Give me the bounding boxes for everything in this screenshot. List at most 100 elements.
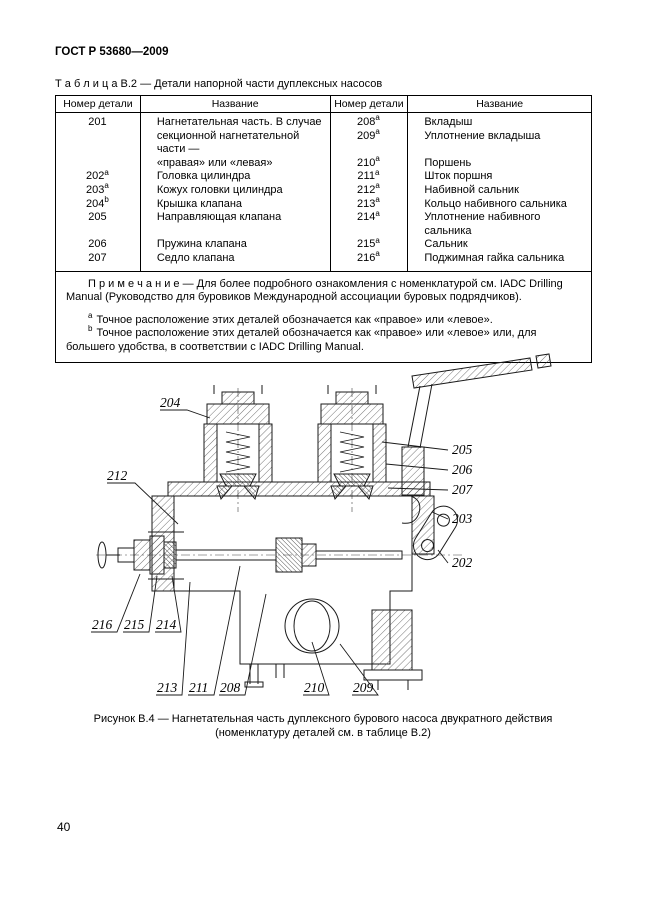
part-number: 216: [357, 251, 376, 264]
leader-207: [387, 487, 449, 491]
part-number: 207: [88, 251, 107, 264]
callout-203: 203: [452, 511, 473, 526]
clevis-link: [413, 505, 458, 561]
callout-202: 202: [452, 555, 473, 570]
part-number: 209: [357, 129, 376, 142]
part-number: 203: [86, 183, 105, 196]
col-header-part-number-left: Номер детали: [55, 95, 141, 113]
callout-214: 214: [156, 617, 177, 632]
part-number: 205: [88, 211, 107, 224]
part-number: 214: [357, 211, 376, 224]
figure-b4: 204 212 205 206 207 203 202 216 215 214 …: [90, 352, 555, 704]
leader-208: [219, 593, 267, 696]
callout-205: 205: [452, 442, 473, 457]
footnote-marker: a: [375, 113, 380, 123]
callout-209: 209: [353, 680, 374, 695]
part-number: 204: [86, 197, 105, 210]
leader-216: [91, 573, 141, 633]
figure-caption-line1: Рисунок В.4 — Нагнетательная часть дупле…: [93, 713, 553, 725]
footnote-b-marker: b: [88, 324, 93, 334]
leader-215: [123, 575, 158, 633]
part-name: Седло клапана: [139, 251, 331, 272]
parts-table: Номер детали Название Номер детали Назва…: [55, 95, 592, 364]
callout-212: 212: [107, 468, 128, 483]
pump-cross-section-drawing: 204 212 205 206 207 203 202 216 215 214 …: [91, 353, 552, 696]
callout-210: 210: [304, 680, 325, 695]
part-name: Направляющая клапана: [139, 211, 331, 239]
valve-assembly-right: [317, 385, 387, 501]
part-name: Кольцо набивного сальника: [407, 197, 592, 212]
leader-209: [339, 643, 379, 696]
col-header-name-right: Название: [407, 95, 592, 113]
leader-205: [381, 441, 449, 451]
callout-216: 216: [92, 617, 113, 632]
table-row: 205 Направляющая клапана 214a Уплотнение…: [55, 209, 592, 239]
part-number: 212: [357, 183, 376, 196]
callout-207: 207: [452, 482, 474, 497]
page-number: 40: [57, 820, 71, 834]
part-name: Поджимная гайка сальника: [407, 251, 592, 272]
callouts: 204 212 205 206 207 203 202 216 215 214 …: [92, 395, 474, 695]
callout-213: 213: [157, 680, 178, 695]
part-name: Вкладыш: [407, 112, 592, 130]
part-name: Уплотнение вкладыша: [407, 129, 592, 157]
part-name: Уплотнение набивного сальника: [407, 211, 592, 239]
col-header-name-left: Название: [139, 95, 331, 113]
part-name: Шток поршня: [407, 170, 592, 184]
callout-208: 208: [220, 680, 241, 695]
table-notes-row: П р и м е ч а н и е — Для более подробно…: [55, 270, 592, 363]
part-number: 210: [357, 156, 376, 169]
leader-211: [188, 565, 241, 696]
leader-lines: [91, 409, 449, 696]
part-name: Нагнетательная часть. В случае: [139, 112, 331, 130]
footnote-b: b Точное расположение этих деталей обозн…: [66, 324, 537, 353]
part-name: Пружина клапана: [139, 238, 331, 252]
leader-206: [385, 463, 449, 471]
col-header-part-number-right: Номер детали: [329, 95, 409, 113]
part-name: секционной нагнетательной части —: [139, 129, 331, 157]
part-number: 211: [357, 170, 375, 183]
table-row: 201 Нагнетательная часть. В случае 208a …: [55, 112, 592, 130]
part-name: Головка цилиндра: [139, 170, 331, 184]
bottom-flange: [363, 609, 423, 690]
table-title: Т а б л и ц а В.2 — Детали напорной част…: [55, 78, 383, 90]
table-row: «правая» или «левая» 210a Поршень: [55, 155, 592, 171]
table-header-row: Номер детали Название Номер детали Назва…: [55, 95, 592, 113]
leader-213: [156, 581, 191, 696]
table-note: П р и м е ч а н и е — Для более подробно…: [66, 277, 563, 304]
part-name: Сальник: [407, 238, 592, 252]
callout-211: 211: [189, 680, 208, 695]
part-name: Крышка клапана: [139, 197, 331, 212]
footnote-a-marker: a: [88, 310, 93, 320]
figure-caption: Рисунок В.4 — Нагнетательная часть дупле…: [0, 712, 646, 740]
part-number: 215: [357, 238, 376, 251]
table-row: 206 Пружина клапана 215a Сальник: [55, 236, 592, 252]
part-name: Поршень: [407, 156, 592, 171]
table-row: 204b Крышка клапана 213a Кольцо набивног…: [55, 195, 592, 212]
callout-206: 206: [452, 462, 473, 477]
footnote-a: a Точное расположение этих деталей обозн…: [88, 310, 493, 326]
part-name: «правая» или «левая»: [139, 156, 331, 171]
doc-number: ГОСТ Р 53680—2009: [55, 46, 169, 58]
table-row: 203a Кожух головки цилиндра 212a Набивно…: [55, 182, 592, 198]
leader-203: [431, 511, 449, 520]
part-number: 206: [88, 238, 107, 251]
leader-214: [155, 575, 182, 633]
leader-212: [107, 482, 179, 525]
table-row: 207 Седло клапана 216a Поджимная гайка с…: [55, 250, 592, 272]
part-number: 208: [357, 116, 376, 128]
part-name: Набивной сальник: [407, 183, 592, 198]
leader-204: [160, 409, 211, 419]
part-number: 201: [88, 116, 107, 128]
leader-210: [303, 641, 330, 696]
callout-204: 204: [160, 395, 181, 410]
leader-202: [437, 549, 449, 564]
part-number: 213: [357, 197, 376, 210]
part-name: Кожух головки цилиндра: [139, 183, 331, 198]
table-row: секционной нагнетательной части — 209a У…: [55, 127, 592, 157]
table-row: 202a Головка цилиндра 211a Шток поршня: [55, 168, 592, 184]
callout-215: 215: [124, 617, 145, 632]
part-number: 202: [86, 170, 105, 183]
figure-caption-line2: (номенклатуру деталей см. в таблице В.2): [215, 727, 431, 739]
